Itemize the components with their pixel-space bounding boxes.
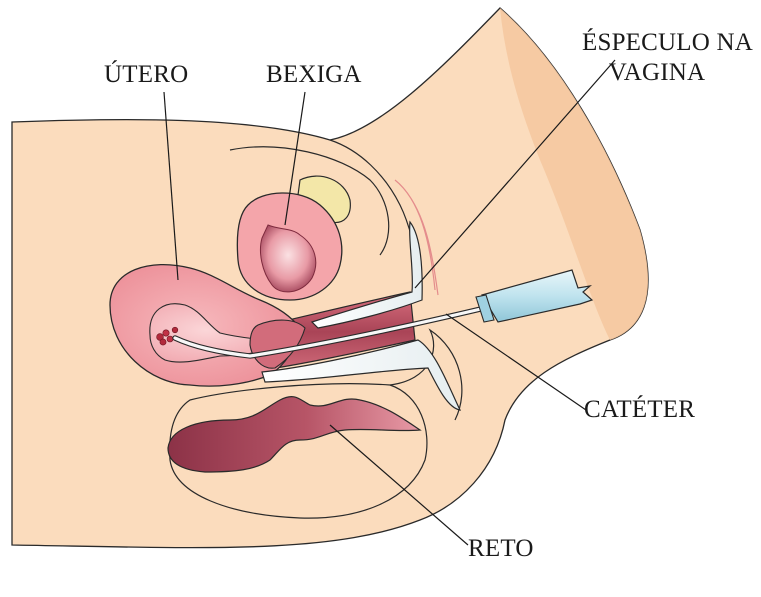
- syringe-tip: [475, 294, 495, 323]
- syringe-body: [481, 269, 594, 323]
- shadow-back: [500, 8, 649, 340]
- label-utero: ÚTERO: [104, 61, 189, 88]
- label-especulo-line1: ÉSPECULO NA: [582, 29, 753, 56]
- anal-tissue: [389, 328, 463, 421]
- label-reto: RETO: [468, 535, 534, 562]
- speculum-upper-blade: [310, 220, 423, 329]
- embryo-cluster: [156, 326, 179, 346]
- speculum-lower-blade: [261, 339, 462, 411]
- label-cateter: CATÉTER: [584, 396, 696, 423]
- pointer-cateter: [445, 313, 587, 411]
- pointer-lines: [163, 59, 616, 546]
- label-especulo-line2: VAGINA: [608, 59, 706, 86]
- labia-lines: [394, 179, 439, 296]
- bladder-inner: [259, 224, 317, 293]
- pubic-area: [229, 146, 390, 256]
- label-bexiga: BEXIGA: [266, 61, 362, 88]
- pointer-especulo: [414, 59, 616, 289]
- rectum: [167, 396, 422, 473]
- pointer-bexiga: [284, 91, 306, 226]
- pointer-utero: [163, 91, 179, 281]
- label-especulo: ÉSPECULO NA VAGINA: [582, 28, 753, 88]
- pointer-reto: [329, 424, 469, 546]
- catheter-tube-inner: [173, 306, 487, 358]
